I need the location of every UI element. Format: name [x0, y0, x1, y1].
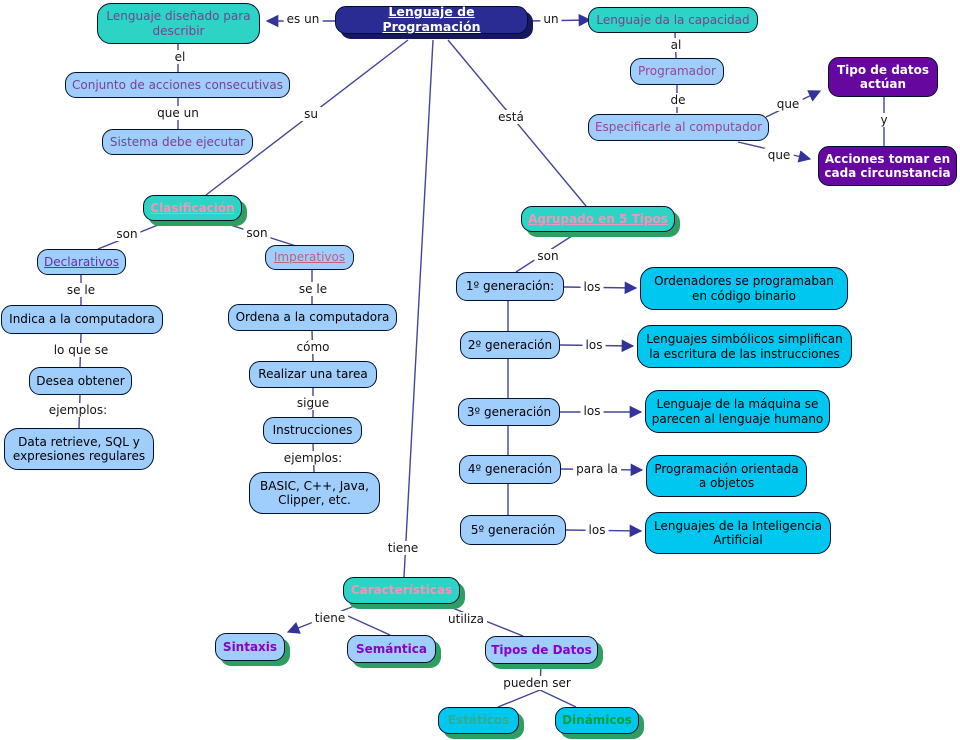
concept-declarativos[interactable]: Declarativos — [37, 249, 126, 275]
concept-lenguajes-inteligencia-artificial[interactable]: Lenguajes de la Inteligencia Artificial — [645, 512, 831, 554]
link-label-para-la: para la — [573, 462, 621, 476]
link-label-se-le-right: se le — [295, 282, 331, 296]
concept-sistema-debe-ejecutar[interactable]: Sistema debe ejecutar — [102, 129, 253, 155]
concept-instrucciones[interactable]: Instrucciones — [263, 417, 362, 444]
concept-dinamicos[interactable]: Dinámicos — [555, 707, 639, 734]
concept-2-generacion[interactable]: 2º generación — [460, 331, 560, 359]
concept-imperativos[interactable]: Imperativos — [265, 245, 354, 270]
concept-lenguaje-da-la-capacidad[interactable]: Lenguaje da la capacidad — [588, 7, 758, 33]
concept-caracteristicas[interactable]: Características — [343, 577, 460, 604]
concept-basic-cpp-java-clipper[interactable]: BASIC, C++, Java, Clipper, etc. — [249, 472, 380, 514]
link-label-son-left: son — [113, 227, 141, 241]
link-label-su: su — [301, 107, 321, 121]
concept-desea-obtener[interactable]: Desea obtener — [29, 367, 132, 395]
link-label-que-bottom: que — [764, 148, 794, 162]
link-label-utiliza: utiliza — [445, 612, 487, 626]
link-label-lo-que-se: lo que se — [50, 343, 112, 357]
link-label-y: y — [877, 113, 891, 127]
link-label-son-right: son — [243, 226, 271, 240]
concept-5-generacion[interactable]: 5º generación — [460, 515, 566, 545]
link-label-esta: está — [495, 110, 527, 124]
link-label-tiene-root: tiene — [384, 541, 422, 555]
link-label-de: de — [667, 93, 689, 107]
concept-semantica[interactable]: Semántica — [347, 635, 436, 663]
link-label-el: el — [171, 50, 189, 64]
link-label-ejemplos-left: ejemplos: — [45, 403, 111, 417]
link-label-son-gen: son — [534, 249, 562, 263]
link-label-como: cómo — [293, 340, 333, 354]
link-label-se-le-left: se le — [63, 283, 99, 297]
concept-tipo-de-datos-actuan[interactable]: Tipo de datos actúan — [828, 57, 938, 97]
concept-especificarle-al-computador[interactable]: Especificarle al computador — [588, 114, 769, 141]
concept-4-generacion[interactable]: 4º generación — [459, 455, 561, 484]
concept-lenguaje-maquina-humano[interactable]: Lenguaje de la máquina se parecen al len… — [645, 390, 830, 433]
link-label-que-un: que un — [154, 106, 202, 120]
link-label-es-un: es un — [283, 12, 323, 26]
link-label-los-2: los — [582, 338, 606, 352]
concept-realizar-una-tarea[interactable]: Realizar una tarea — [249, 361, 377, 388]
concept-programacion-orientada-objetos[interactable]: Programación orientada a objetos — [646, 455, 807, 497]
link-label-pueden-ser: pueden ser — [500, 676, 574, 690]
link-label-los-5: los — [585, 523, 609, 537]
concept-ordena-a-la-computadora[interactable]: Ordena a la computadora — [228, 304, 397, 331]
concept-tipos-de-datos[interactable]: Tipos de Datos — [485, 636, 598, 664]
concept-acciones-tomar-en-cada-circunstancia[interactable]: Acciones tomar en cada circunstancia — [818, 146, 957, 186]
concept-3-generacion[interactable]: 3º generación — [458, 398, 560, 426]
concept-ordenadores-codigo-binario[interactable]: Ordenadores se programaban en código bin… — [640, 267, 848, 310]
link-label-los-1: los — [580, 280, 604, 294]
concept-conjunto-de-acciones-consecutivas[interactable]: Conjunto de acciones consecutivas — [65, 72, 290, 98]
concept-sintaxis[interactable]: Sintaxis — [215, 633, 285, 661]
concept-estaticos[interactable]: Estáticos — [438, 707, 519, 734]
link-label-ejemplos-right: ejemplos: — [280, 451, 346, 465]
link-label-un: un — [540, 12, 562, 26]
concept-agrupado-en-5-tipos[interactable]: Agrupado en 5 Tipos — [521, 206, 675, 232]
concept-lenguajes-simbolicos[interactable]: Lenguajes simbólicos simplifican la escr… — [637, 325, 852, 368]
link-label-que-top: que — [773, 97, 803, 111]
concept-lenguaje-disenado-para-describir[interactable]: Lenguaje diseñado para describir — [97, 3, 260, 44]
concept-1-generacion[interactable]: 1º generación: — [456, 272, 564, 301]
link-label-sigue: sigue — [293, 396, 333, 410]
concept-data-retrieve-sql[interactable]: Data retrieve, SQL y expresiones regular… — [4, 428, 154, 470]
concept-lenguaje-de-programacion[interactable]: Lenguaje de Programación — [335, 4, 528, 34]
concept-indica-a-la-computadora[interactable]: Indica a la computadora — [1, 305, 163, 334]
link-label-al: al — [667, 38, 685, 52]
link-label-tiene-carac: tiene — [311, 611, 349, 625]
concept-programador[interactable]: Programador — [630, 58, 724, 85]
link-label-los-3: los — [580, 404, 604, 418]
concept-clasificacion[interactable]: Clasificación — [143, 195, 242, 221]
